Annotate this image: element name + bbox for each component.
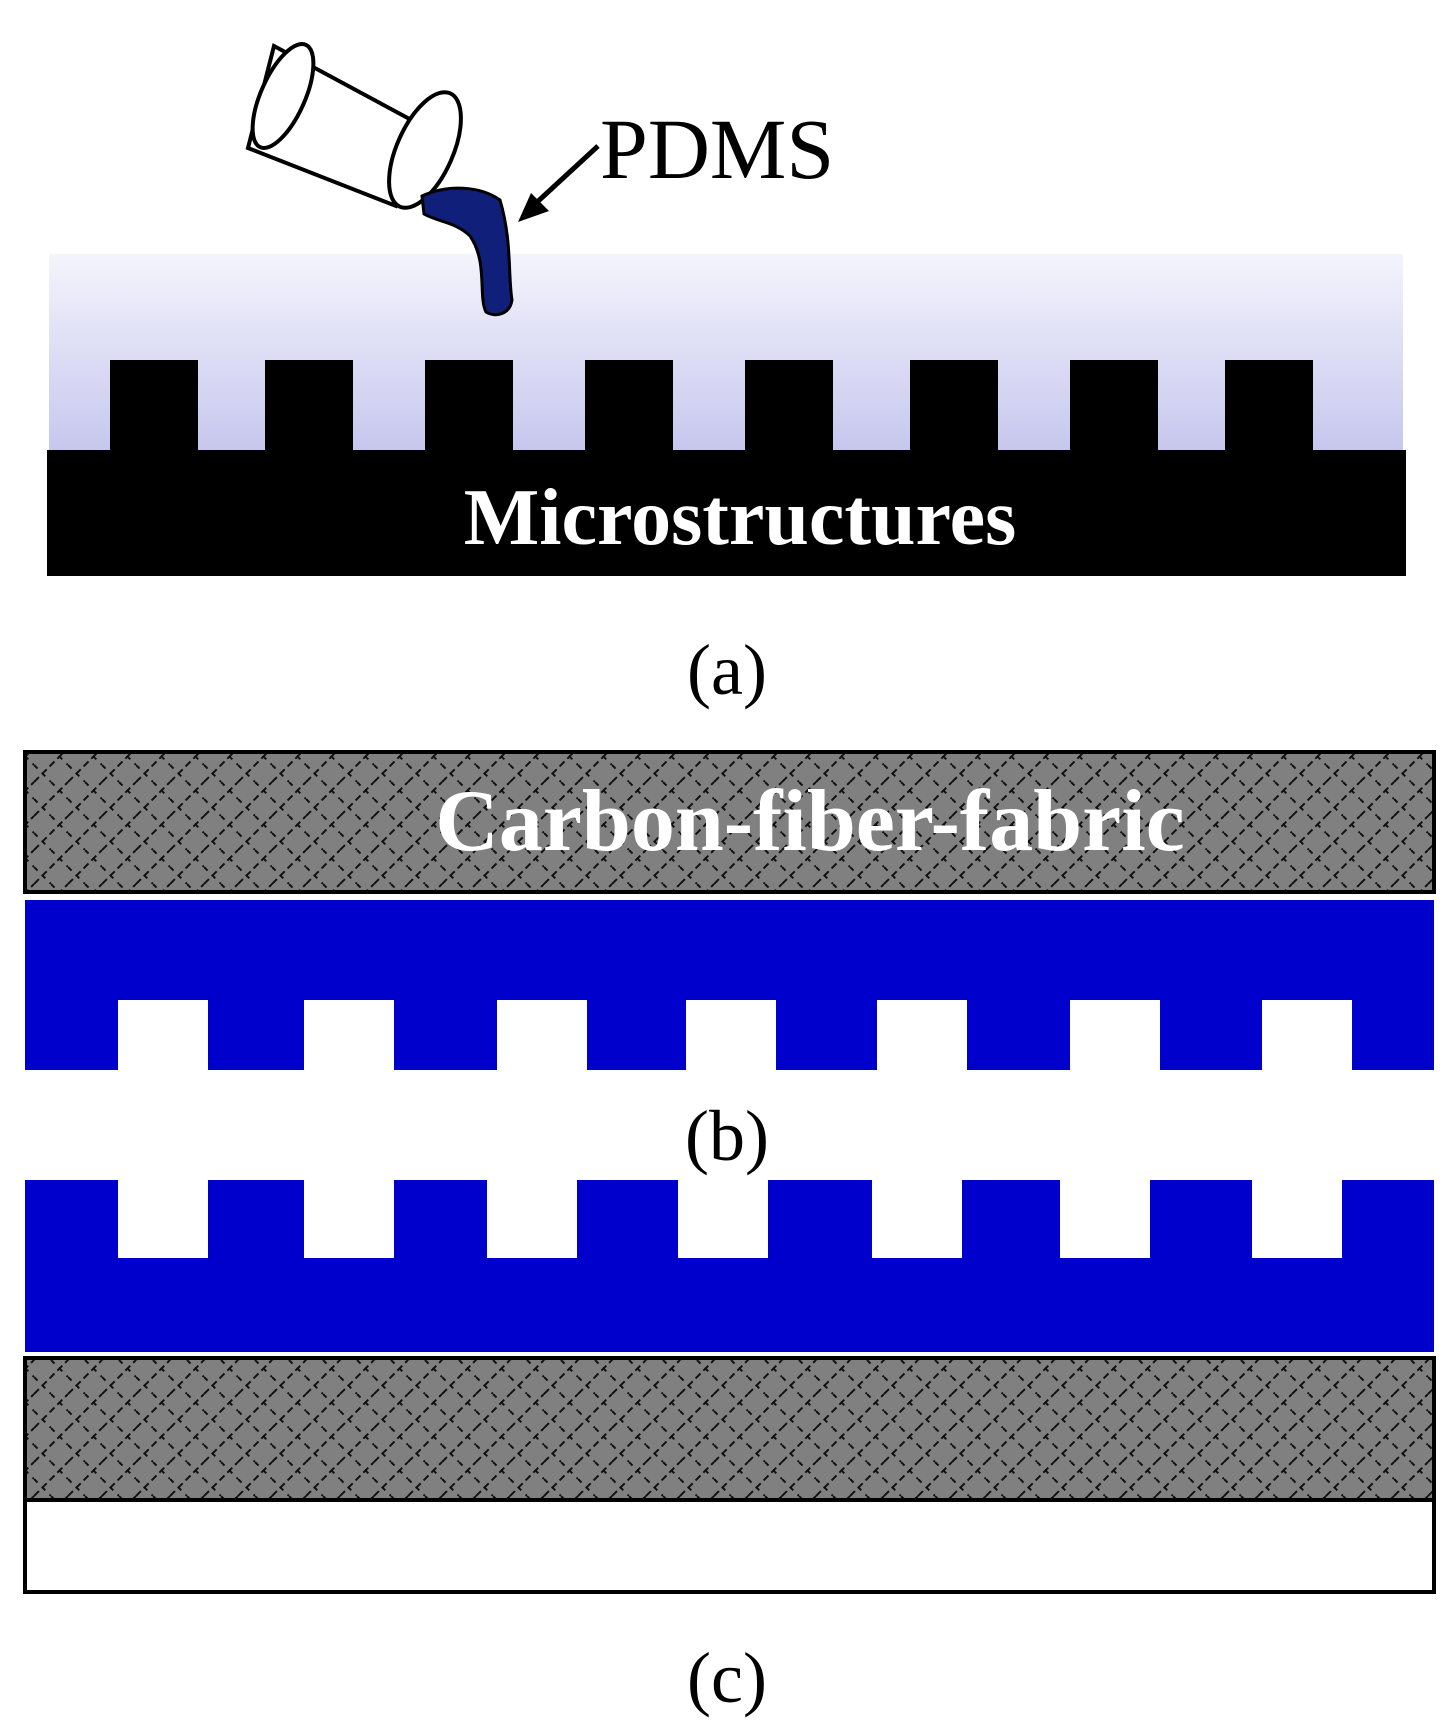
- mold-pillar-3: [425, 360, 513, 455]
- pdms-label: PDMS: [600, 101, 834, 197]
- mold-pillar-1: [110, 360, 198, 455]
- film-c-gap-6: [1060, 1180, 1150, 1258]
- panel-a: Microstructures PDMS (a): [47, 42, 1406, 710]
- film-c-gap-5: [872, 1180, 962, 1258]
- mold-pillars: [110, 360, 1313, 455]
- mold-pillar-6: [910, 360, 998, 455]
- fabric-label: Carbon-fiber-fabric: [435, 773, 1184, 870]
- carbon-fiber-fabric-layer: [23, 750, 1436, 894]
- caption-c: (c): [687, 1638, 767, 1718]
- caption-b: (b): [685, 1096, 769, 1176]
- panel-c: (c): [23, 1180, 1436, 1718]
- mold-label: Microstructures: [464, 474, 1016, 562]
- film-c-gap-3: [487, 1180, 577, 1258]
- pdms-bath: [49, 254, 1403, 454]
- film-c-gap-4: [678, 1180, 768, 1258]
- film-c-gap-2: [304, 1180, 394, 1258]
- film-c-gap-7: [1252, 1180, 1342, 1258]
- mold-pillar-7: [1070, 360, 1158, 455]
- mold-pillar-8: [1225, 360, 1313, 455]
- film-b-gap-6: [1070, 1000, 1160, 1072]
- pdms-stream: [420, 186, 514, 317]
- film-b-gap-5: [877, 1000, 967, 1072]
- pdms-film-c-gaps: [118, 1180, 1342, 1258]
- film-b-gap-1: [118, 1000, 208, 1072]
- pdms-film-b-gaps: [118, 1000, 1352, 1072]
- arrow-icon: [518, 144, 600, 222]
- film-b-gap-4: [686, 1000, 776, 1072]
- carbon-fiber-fabric-layer-c: [23, 1356, 1436, 1502]
- beaker-icon: [245, 42, 463, 210]
- mold-pillar-2: [265, 360, 353, 455]
- panel-b: Carbon-fiber-fabric (b): [23, 750, 1436, 1176]
- caption-a: (a): [687, 630, 767, 710]
- mold-pillar-5: [745, 360, 833, 455]
- film-c-gap-1: [118, 1180, 208, 1258]
- substrate-layer: [23, 1498, 1436, 1594]
- film-b-gap-2: [304, 1000, 394, 1072]
- film-b-gap-7: [1262, 1000, 1352, 1072]
- film-b-gap-3: [497, 1000, 587, 1072]
- mold-base: [47, 450, 1406, 576]
- mold-pillar-4: [585, 360, 673, 455]
